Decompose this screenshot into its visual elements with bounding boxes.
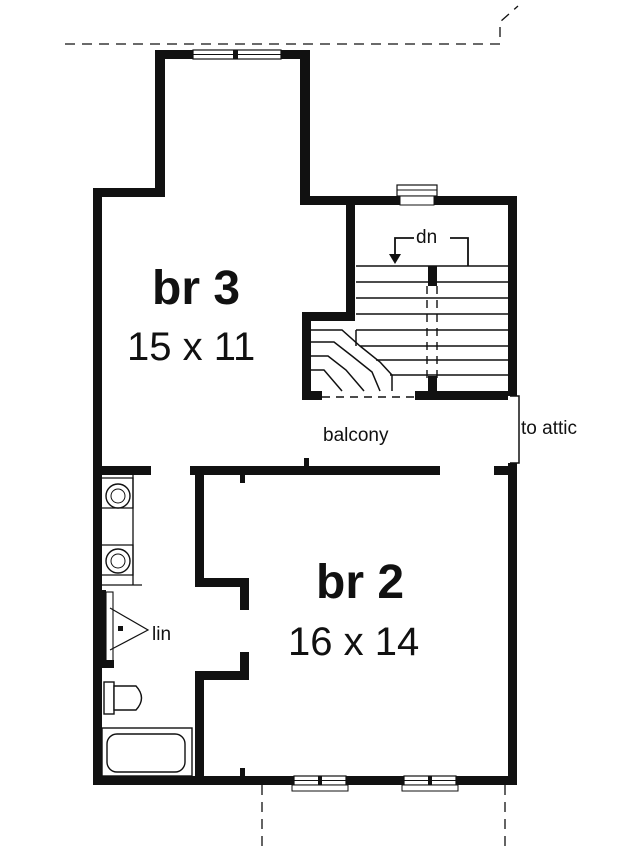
window-top bbox=[192, 49, 282, 60]
balcony-label: balcony bbox=[323, 425, 389, 446]
toilet bbox=[103, 681, 143, 715]
windows bbox=[192, 49, 459, 792]
attic-label: to attic bbox=[521, 418, 577, 439]
attic-opening bbox=[508, 395, 520, 464]
exterior-walls bbox=[93, 50, 517, 785]
linen-closet bbox=[102, 590, 150, 668]
property-lines bbox=[65, 5, 519, 847]
interior-walls bbox=[93, 196, 517, 785]
stairs bbox=[311, 237, 508, 398]
window-bottom-right bbox=[401, 775, 459, 792]
sink-1 bbox=[102, 477, 134, 509]
sink-2 bbox=[102, 544, 134, 576]
br3-name: br 3 bbox=[152, 262, 240, 315]
stair-direction-label: dn bbox=[416, 227, 437, 248]
br2-size: 16 x 14 bbox=[288, 620, 419, 664]
br3-size: 15 x 11 bbox=[127, 325, 255, 369]
bathtub bbox=[101, 727, 193, 777]
window-stair bbox=[396, 184, 438, 206]
window-bottom-left bbox=[291, 775, 349, 792]
br2-name: br 2 bbox=[316, 556, 404, 609]
linen-label: lin bbox=[152, 624, 171, 645]
bathroom-fixtures bbox=[101, 475, 193, 777]
